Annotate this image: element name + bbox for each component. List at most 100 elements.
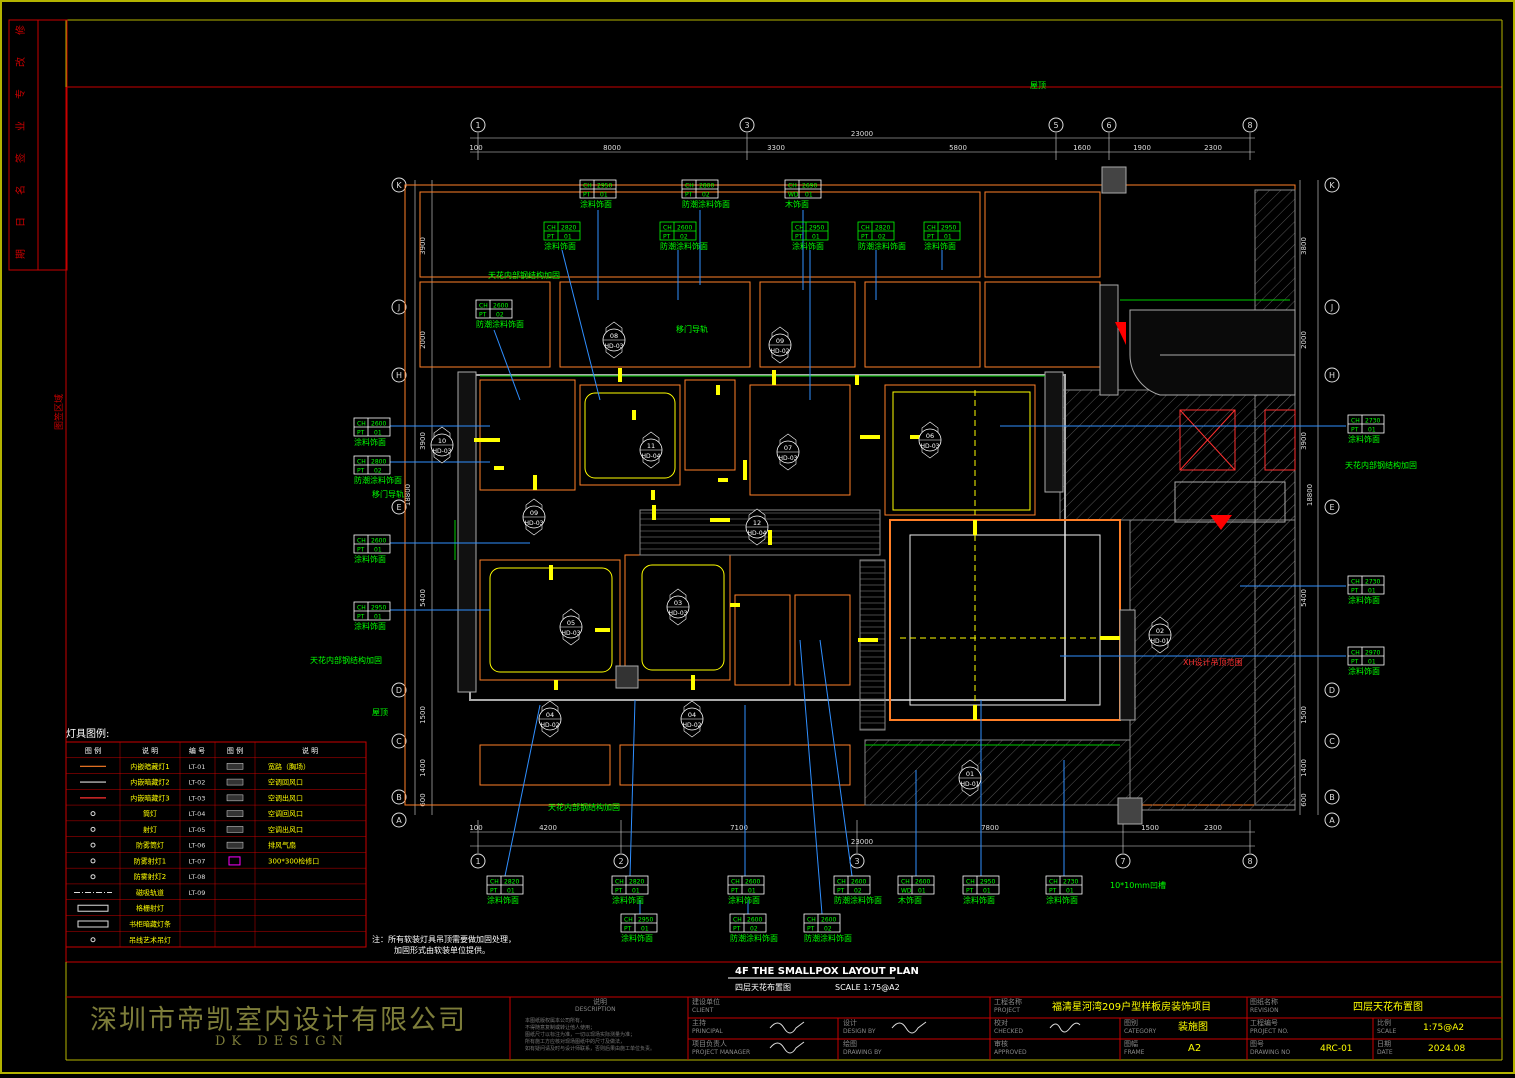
scale-label: 比例	[1377, 1018, 1391, 1027]
tag-num: 02	[750, 926, 758, 933]
tag-num: 01	[918, 888, 926, 895]
tag-code: PT	[861, 234, 869, 241]
detail-num: 06	[926, 432, 934, 440]
tag-ch-value: 2600	[677, 225, 692, 232]
revision-strip-label: 签	[14, 153, 27, 163]
detail-ref: HD-03	[669, 610, 688, 617]
leader-line	[819, 639, 853, 877]
tag-label: 防潮涂料饰面	[834, 895, 882, 905]
note-roof-left: 屋顶	[372, 708, 388, 717]
tag-label: 涂料饰面	[354, 437, 386, 447]
dim-total-top: 23000	[851, 130, 873, 138]
legend-symbol	[90, 811, 96, 817]
tag-code: PT	[615, 888, 623, 895]
dim-top: 2300	[1204, 144, 1222, 152]
frame-label: 图幅	[1124, 1039, 1138, 1048]
detail-ref: HD-04	[642, 453, 661, 460]
drawing-name-label-en: REVISION	[1250, 1007, 1279, 1014]
annotations: 屋顶 天花内部钢结构加固 天花内部钢结构加固 天花内部钢结构加固 天花内部钢结构…	[310, 81, 1417, 890]
tag-ch-label: CH	[927, 225, 936, 232]
tag-ch-value: 2950	[980, 879, 995, 886]
detail-ref: HD-02	[683, 722, 702, 729]
legend-desc: 射灯	[143, 825, 157, 834]
legend-code: LT-09	[189, 889, 206, 897]
floor-plan	[404, 166, 1296, 825]
legend-desc-2: 300*300检修口	[268, 856, 319, 865]
tag-label: 涂料饰面	[728, 895, 760, 905]
revision-strip-label: 业	[15, 121, 27, 131]
detail-num: 07	[784, 444, 792, 452]
tag-ch-value: 2600	[371, 538, 386, 545]
detail-ref: HD-03	[562, 630, 581, 637]
grid-bubble-top	[1101, 117, 1117, 133]
tag-num: 01	[374, 547, 382, 554]
grid-bubble-bottom	[470, 853, 486, 869]
footnote-line-1: 注：所有软装灯具吊顶需要做加固处理，	[372, 934, 516, 944]
grid-label-left: J	[397, 303, 400, 312]
desc-line: 如有疑问请及时与设计师联系，否则后果由施工单位负责。	[525, 1045, 655, 1052]
tag-code: PT	[966, 888, 974, 895]
detail-ref: HD-01	[1151, 638, 1170, 645]
legend-desc-2: 宽路（胸场）	[268, 762, 310, 771]
project-label: 工程名称	[994, 997, 1022, 1006]
detail-ref: HD-03	[921, 443, 940, 450]
legend-title: 灯具图例:	[66, 727, 109, 740]
legend-desc: 筒灯	[143, 809, 157, 818]
tag-ch-value: 2820	[875, 225, 890, 232]
grid-label-top: 8	[1247, 121, 1252, 130]
tag-ch-value: 2820	[629, 879, 644, 886]
grid-label-left: E	[396, 503, 401, 512]
tag-num: 01	[805, 192, 813, 199]
grid-bubble-right	[1324, 499, 1340, 515]
legend-code: LT-03	[189, 794, 206, 802]
grid-label-right: A	[1329, 816, 1335, 825]
detail-num: 11	[647, 442, 655, 450]
plan-title-cn: 四层天花布置图	[735, 982, 791, 992]
dim-bottom: 100	[469, 824, 482, 832]
tag-ch-label: CH	[357, 459, 366, 466]
tag-code: PT	[479, 312, 487, 319]
tag-label: 涂料饰面	[792, 241, 824, 251]
tag-ch-label: CH	[685, 183, 694, 190]
legend-code: LT-07	[189, 857, 206, 865]
tag-ch-value: 2800	[371, 459, 386, 466]
grid-bubble-right	[1324, 812, 1340, 828]
tag-num: 01	[983, 888, 991, 895]
tag-ch-value: 2690	[802, 183, 817, 190]
frame-value: A2	[1188, 1043, 1201, 1054]
dim-total-bottom: 23000	[851, 838, 873, 846]
tag-code: PT	[927, 234, 935, 241]
grid-bubble-left	[391, 682, 407, 698]
tag-code: WD	[788, 192, 799, 199]
tag-label: 涂料饰面	[621, 933, 653, 943]
note-steel-4: 天花内部钢结构加固	[548, 802, 620, 812]
legend-desc: 内嵌暗藏灯2	[130, 778, 169, 787]
side-label: 图签区域	[53, 394, 65, 430]
dim-bottom: 7800	[981, 824, 999, 832]
tag-code: PT	[731, 888, 739, 895]
detail-num: 03	[674, 599, 682, 607]
legend-code: LT-08	[189, 873, 206, 881]
grid-bubble-top	[470, 117, 486, 133]
desc-label: 说明	[593, 997, 607, 1006]
legend-symbol	[77, 920, 109, 928]
tag-num: 01	[812, 234, 820, 241]
grid-bubble-right	[1324, 299, 1340, 315]
signature-design	[891, 1021, 927, 1034]
legend-desc-2: 空调出风口	[268, 825, 303, 834]
approved-label: 审核	[994, 1039, 1008, 1048]
tag-ch-value: 2950	[638, 917, 653, 924]
dim-top: 3300	[767, 144, 785, 152]
legend-header: 图 例	[227, 746, 243, 755]
legend-header: 说 明	[302, 746, 318, 755]
client-label-en: CLIENT	[692, 1007, 714, 1014]
category-label-en: CATEGORY	[1124, 1028, 1156, 1035]
legend-symbol-2	[226, 841, 244, 849]
